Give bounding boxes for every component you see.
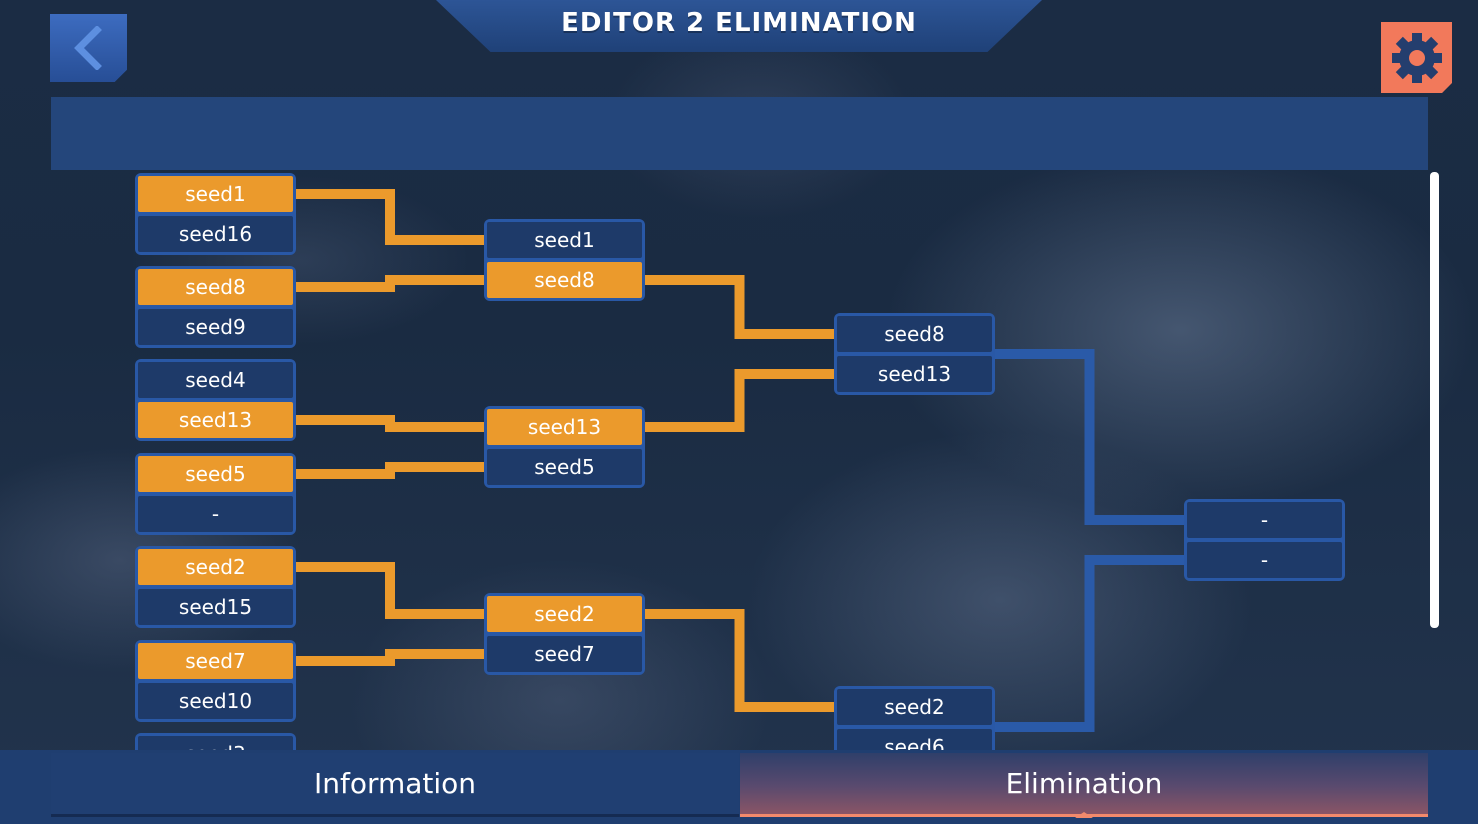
match-slot[interactable]: seed2 (138, 549, 293, 585)
match-slot[interactable]: seed5 (138, 456, 293, 492)
match-slot[interactable]: seed2 (487, 596, 642, 632)
match-round4-1[interactable]: -- (1184, 499, 1345, 581)
match-round3-2[interactable]: seed2 seed6 (834, 686, 995, 750)
title-banner: EDITOR 2 ELIMINATION (436, 0, 1042, 52)
match-slot[interactable]: seed8 (487, 262, 642, 298)
bracket-connector (995, 555, 1184, 732)
bracket-connector (645, 609, 834, 712)
active-tab-indicator (1075, 812, 1093, 818)
match-slot[interactable]: seed6 (837, 729, 992, 750)
match-slot[interactable]: - (1187, 542, 1342, 578)
bracket-connector (995, 349, 1184, 525)
match-slot[interactable]: seed10 (138, 683, 293, 719)
vertical-scrollbar[interactable] (1430, 172, 1439, 628)
match-round1-4[interactable]: seed5 - (135, 453, 296, 535)
tab-elimination[interactable]: Elimination (740, 753, 1428, 817)
settings-button[interactable] (1381, 22, 1452, 93)
match-slot[interactable]: seed2 (837, 689, 992, 725)
match-slot[interactable]: seed13 (487, 409, 642, 445)
bracket-connector (296, 649, 484, 666)
match-slot[interactable]: seed7 (487, 636, 642, 672)
bracket-connector (296, 462, 484, 479)
match-slot[interactable]: seed1 (138, 176, 293, 212)
match-slot[interactable]: seed9 (138, 309, 293, 345)
bracket-header-bar (51, 97, 1428, 170)
match-slot[interactable]: seed3 (138, 736, 293, 750)
gear-icon (1391, 32, 1442, 83)
match-slot[interactable]: - (1187, 502, 1342, 538)
match-slot[interactable]: seed16 (138, 216, 293, 252)
match-round2-2[interactable]: seed13 seed5 (484, 406, 645, 488)
match-round3-1[interactable]: seed8 seed13 (834, 313, 995, 395)
match-round1-3[interactable]: seed4 seed13 (135, 359, 296, 441)
bracket-connector (296, 189, 484, 245)
match-slot[interactable]: seed7 (138, 643, 293, 679)
match-round1-7[interactable]: seed3 (135, 733, 296, 750)
page-title: EDITOR 2 ELIMINATION (561, 8, 917, 38)
bracket-connector (296, 562, 484, 619)
match-slot[interactable]: seed13 (138, 402, 293, 438)
match-slot[interactable]: seed4 (138, 362, 293, 398)
match-slot[interactable]: seed1 (487, 222, 642, 258)
match-round2-3[interactable]: seed2 seed7 (484, 593, 645, 675)
bracket-connector (296, 415, 484, 432)
match-round1-1[interactable]: seed1 seed16 (135, 173, 296, 255)
tab-information-label: Information (313, 767, 477, 800)
match-round1-6[interactable]: seed7 seed10 (135, 640, 296, 722)
tab-elimination-label: Elimination (1005, 767, 1163, 800)
bracket-connector (296, 275, 484, 292)
match-round1-2[interactable]: seed8 seed9 (135, 266, 296, 348)
tab-information[interactable]: Information (51, 753, 739, 817)
match-slot[interactable]: seed15 (138, 589, 293, 625)
chevron-left-icon (73, 26, 102, 70)
match-slot[interactable]: - (138, 496, 293, 532)
match-round1-5[interactable]: seed2 seed15 (135, 546, 296, 628)
match-slot[interactable]: seed8 (837, 316, 992, 352)
match-round2-1[interactable]: seed1 seed8 (484, 219, 645, 301)
match-slot[interactable]: seed5 (487, 449, 642, 485)
bracket-connector (645, 369, 834, 432)
match-slot[interactable]: seed13 (837, 356, 992, 392)
back-button[interactable] (50, 14, 127, 82)
bracket-connector (645, 275, 834, 339)
match-slot[interactable]: seed8 (138, 269, 293, 305)
